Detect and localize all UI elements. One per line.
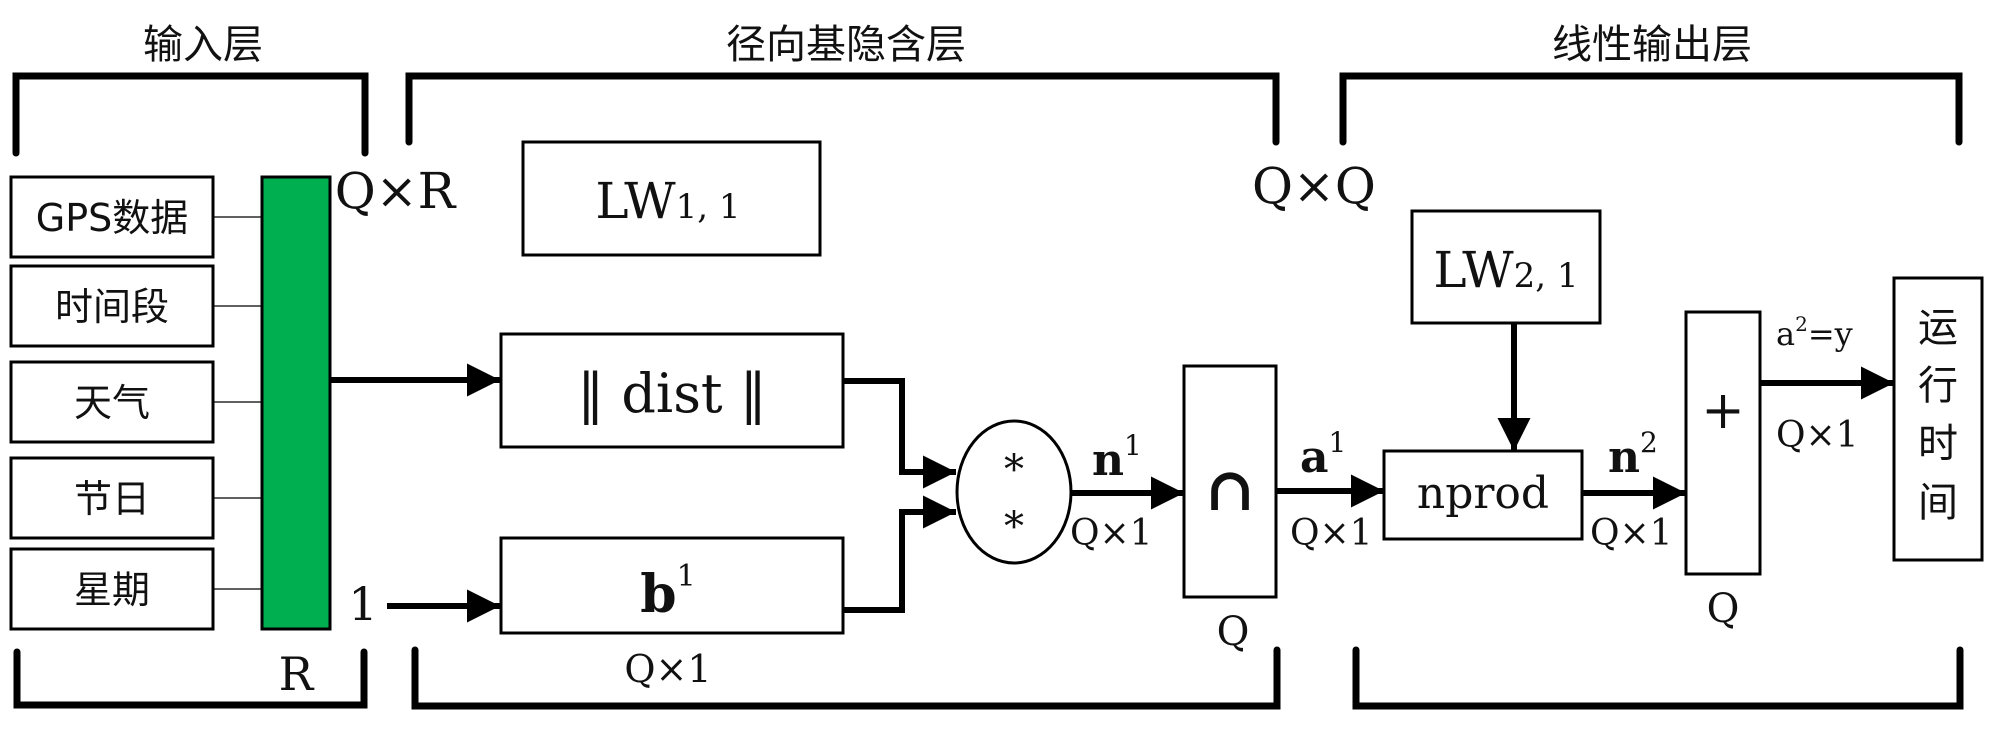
dist-to-multiplier-wire [843, 378, 956, 489]
radbas-box: ∩ [1182, 364, 1278, 599]
elementwise-multiplier: * * [955, 419, 1073, 565]
a2-dim-label: Q×1 [1776, 415, 1859, 456]
input-list: GPS数据 时间段 天气 节日 星期 [9, 175, 262, 631]
output-box: 运 行 时 间 [1892, 276, 1984, 562]
n2-superscript: 2 [1640, 426, 1658, 459]
nprod-box: nprod [1382, 449, 1584, 541]
n2-dim-label: Q×1 [1590, 513, 1673, 554]
hidden-layer-bottom-bracket [411, 646, 1281, 710]
n2-main: n [1608, 432, 1640, 483]
output-layer-top-bracket [1339, 72, 1963, 146]
a2-equals-y: =y [1808, 315, 1853, 353]
input-label: 星期 [74, 568, 150, 612]
hidden-layer-top-bracket [405, 72, 1280, 146]
svg-text:a1: a1 [1300, 426, 1346, 483]
input-vector-bar [260, 175, 332, 631]
a2-superscript: 2 [1795, 312, 1808, 336]
input-label: 时间段 [55, 285, 169, 329]
svg-text:n2: n2 [1608, 426, 1658, 483]
bias-superscript: 1 [677, 559, 696, 594]
lw-dim-label: Q×Q [1252, 157, 1376, 215]
output-char: 间 [1918, 480, 1958, 526]
radbas-dim-label: Q [1217, 609, 1250, 655]
output-char: 运 [1918, 305, 1958, 351]
a1-main: a [1300, 432, 1329, 483]
input-layer-top-bracket [12, 72, 369, 157]
multiplier-symbol-top: * [1004, 447, 1024, 493]
output-char: 行 [1918, 363, 1958, 409]
lw11-main: LW [595, 172, 676, 230]
lw21-main: LW [1433, 241, 1514, 299]
svg-text:a2=y: a2=y [1776, 312, 1853, 353]
input-dim-label: R [279, 647, 315, 701]
input-item-weekday: 星期 [9, 547, 262, 631]
lw21-subscript: 2, 1 [1514, 256, 1579, 296]
lw11-subscript: 1, 1 [676, 187, 741, 227]
input-item-holiday: 节日 [9, 456, 262, 540]
output-char: 时 [1918, 421, 1958, 467]
output-layer-title: 线性输出层 [1552, 22, 1752, 68]
bias-to-multiplier-wire [843, 495, 956, 613]
radbas-symbol: ∩ [1205, 455, 1255, 525]
input-label: GPS数据 [36, 196, 188, 240]
purelin-box: + [1684, 310, 1762, 576]
input-label: 节日 [74, 477, 150, 521]
input-label: 天气 [74, 381, 150, 425]
input-item-weather: 天气 [9, 360, 262, 444]
multiplier-symbol-bottom: * [1004, 504, 1024, 550]
plus-symbol: + [1701, 381, 1745, 441]
nprod-label: nprod [1417, 468, 1549, 519]
weight-dim-label: Q×R [335, 162, 457, 220]
output-layer-bottom-bracket [1352, 646, 1964, 710]
bias-input-label: 1 [348, 577, 377, 631]
svg-text:n1: n1 [1092, 429, 1142, 486]
dist-box: ‖ dist ‖ [499, 332, 845, 449]
input-item-gps: GPS数据 [9, 175, 262, 259]
bias-box: b1 [499, 536, 845, 635]
svg-text:LW1, 1: LW1, 1 [595, 172, 740, 230]
bias-main: b [640, 564, 676, 625]
input-layer-title: 输入层 [143, 22, 263, 68]
a1-dim-label: Q×1 [1290, 513, 1373, 554]
dist-label: ‖ dist ‖ [577, 362, 767, 425]
lw11-box: LW1, 1 [521, 140, 822, 257]
a1-superscript: 1 [1329, 426, 1347, 459]
n1-dim-label: Q×1 [1070, 513, 1153, 554]
svg-text:LW2, 1: LW2, 1 [1433, 241, 1578, 299]
n1-main: n [1092, 435, 1124, 486]
svg-text:b1: b1 [640, 559, 695, 625]
input-item-time-period: 时间段 [9, 264, 262, 348]
bias-dim-label: Q×1 [624, 647, 711, 691]
n1-superscript: 1 [1124, 429, 1142, 462]
a2-main: a [1776, 315, 1795, 353]
purelin-dim-label: Q [1707, 586, 1740, 632]
input-layer-bottom-bracket [13, 648, 368, 709]
hidden-layer-title: 径向基隐含层 [726, 22, 966, 68]
lw21-box: LW2, 1 [1410, 209, 1602, 325]
